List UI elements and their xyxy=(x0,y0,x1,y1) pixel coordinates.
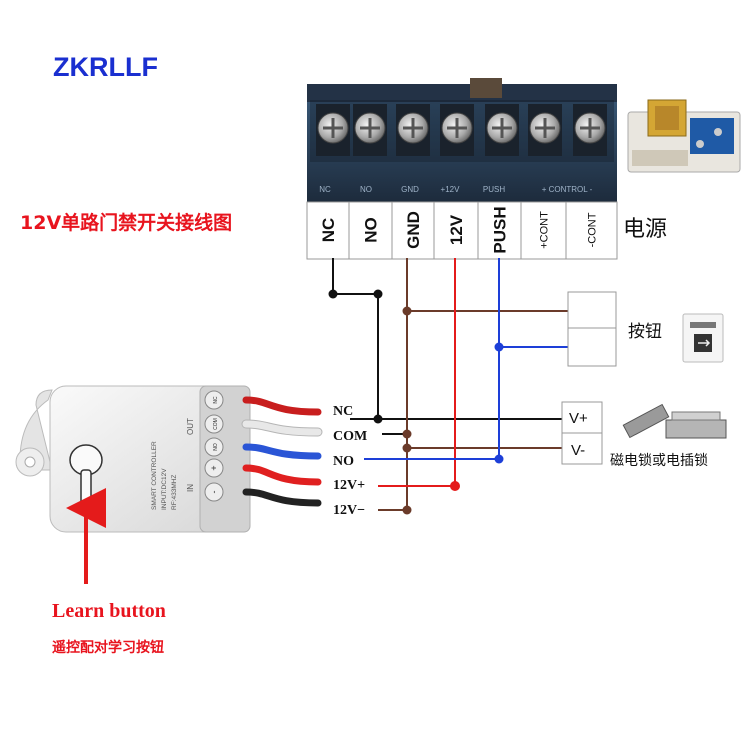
terminal-label: 12V xyxy=(447,214,466,245)
module-pin-label: - xyxy=(209,491,219,494)
terminal-label: NO xyxy=(362,217,381,243)
power-supply-unit-image xyxy=(627,99,741,173)
terminal-silkscreen-labels: NC NO GND +12V PUSH + CONTROL - xyxy=(319,185,592,194)
module-pin-label: NO xyxy=(213,443,219,451)
silkscreen-label: +12V xyxy=(441,185,461,194)
brand-logo: ZKRLLF xyxy=(53,52,158,82)
diagram-title: 12V单路门禁开关接线图 xyxy=(20,211,232,234)
lock-terminal-vminus: V- xyxy=(571,442,585,459)
module-pin xyxy=(204,437,224,457)
lock-terminal-vplus: V+ xyxy=(569,410,588,427)
controller-lead xyxy=(242,396,322,416)
module-pin-label: NC xyxy=(213,396,219,404)
controller-lead xyxy=(242,464,322,486)
module-print-line: SMART CONTROLLER xyxy=(151,441,158,510)
wire-labels: NC COM NO 12V+ 12V− xyxy=(333,404,367,518)
controller-lead xyxy=(242,420,322,436)
terminal-label: -CONT xyxy=(587,212,599,247)
terminal-label: +CONT xyxy=(539,211,551,249)
lock-terminals xyxy=(561,401,603,465)
wire-label: NC xyxy=(333,404,353,419)
wire-label: NO xyxy=(333,454,354,469)
exit-button-label: 按钮 xyxy=(628,322,662,342)
module-pins: NC COM NO + - xyxy=(204,390,224,502)
lock-label: 磁电锁或电插锁 xyxy=(610,453,708,469)
terminal-label: PUSH xyxy=(491,206,510,253)
controller-leads xyxy=(241,396,323,507)
exit-button-image xyxy=(682,313,724,363)
learn-button-subtitle: 遥控配对学习按钮 xyxy=(52,639,164,656)
module-pin xyxy=(204,458,224,478)
terminal-label: NC xyxy=(319,218,338,243)
module-pin xyxy=(204,390,224,410)
magnetic-lock-image xyxy=(622,403,727,439)
silkscreen-label: NC xyxy=(319,185,331,194)
module-pin-label: COM xyxy=(213,418,219,430)
power-supply-label: 电源 xyxy=(623,217,667,242)
terminal-label-table: NC NO GND 12V PUSH +CONT -CONT xyxy=(306,201,618,260)
module-print-line: INPUT:DC12V xyxy=(161,468,168,510)
controller-lead xyxy=(242,443,322,460)
silkscreen-label: NO xyxy=(360,185,372,194)
module-pin xyxy=(204,482,224,502)
silkscreen-label: + CONTROL - xyxy=(542,185,593,194)
wiring xyxy=(328,258,568,515)
learn-button-title: Learn button xyxy=(52,600,166,622)
wire-label: 12V− xyxy=(333,503,365,518)
terminal-screws xyxy=(316,104,607,156)
silkscreen-label: GND xyxy=(401,185,419,194)
module-pin xyxy=(204,414,224,434)
wire-label: 12V+ xyxy=(333,478,365,493)
module-out-label: OUT xyxy=(186,418,195,435)
exit-button-terminals xyxy=(567,291,617,367)
terminal-label: GND xyxy=(404,211,423,249)
wire-nc-to-com xyxy=(332,258,562,420)
module-in-label: IN xyxy=(186,484,195,492)
wire-label: COM xyxy=(333,429,367,444)
module-pin-label: + xyxy=(209,465,219,470)
silkscreen-label: PUSH xyxy=(483,185,505,194)
controller-lead xyxy=(242,488,322,507)
module-print-line: RF:433MHZ xyxy=(171,475,178,510)
